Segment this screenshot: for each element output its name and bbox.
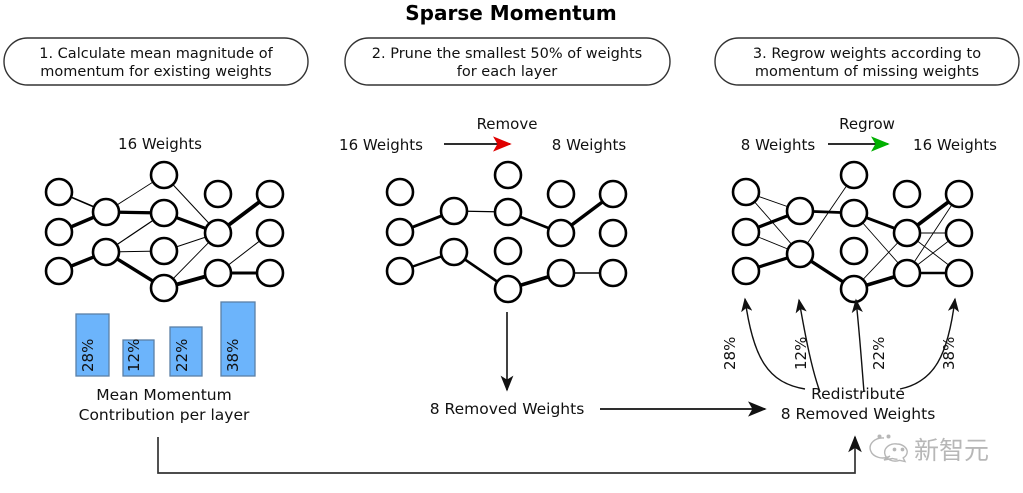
panel-2-action-label: Remove bbox=[477, 115, 538, 133]
network-node bbox=[839, 236, 869, 266]
network-node bbox=[892, 179, 922, 209]
panel-1-nodes bbox=[44, 160, 285, 303]
network-node bbox=[598, 179, 628, 209]
panel-3: Regrow 8 Weights 16 Weights bbox=[721, 115, 997, 423]
redistribute-arrow-22 bbox=[851, 298, 865, 393]
watermark-text: 新智元 bbox=[914, 436, 989, 465]
panel-2: Remove 16 Weights 8 Weights bbox=[339, 115, 628, 418]
network-node bbox=[255, 258, 285, 288]
redistribute-arrows bbox=[741, 297, 960, 393]
network-node bbox=[385, 256, 415, 286]
network-node bbox=[91, 197, 121, 227]
step-1-line-1: 1. Calculate mean magnitude of bbox=[39, 46, 273, 62]
network-node bbox=[493, 197, 523, 227]
bar-3: 22% bbox=[169, 326, 203, 377]
network-node bbox=[944, 179, 974, 209]
bar-2-label: 12% bbox=[125, 339, 143, 372]
network-node bbox=[255, 218, 285, 248]
step-2-line-2: for each layer bbox=[457, 64, 558, 80]
network-node bbox=[892, 258, 922, 288]
network-node bbox=[203, 258, 233, 288]
panel-2-output-label: 8 Removed Weights bbox=[430, 400, 585, 418]
bar-1: 28% bbox=[75, 313, 110, 377]
network-node bbox=[546, 179, 576, 209]
network-node bbox=[731, 217, 761, 247]
network-node bbox=[385, 177, 415, 207]
panel-2-from-label: 16 Weights bbox=[339, 136, 423, 154]
network-node bbox=[839, 274, 869, 304]
network-node bbox=[255, 179, 285, 209]
network-node bbox=[385, 217, 415, 247]
bar-1-label: 28% bbox=[79, 339, 97, 372]
network-node bbox=[91, 237, 121, 267]
step-box-2[interactable]: 2. Prune the smallest 50% of weights for… bbox=[344, 37, 671, 86]
panel-3-action-label: Regrow bbox=[839, 115, 895, 133]
network-node bbox=[546, 218, 576, 248]
network-node bbox=[785, 239, 815, 269]
panel-1-chart-caption-line-2: Contribution per layer bbox=[79, 406, 250, 424]
network-node bbox=[731, 177, 761, 207]
network-node bbox=[546, 258, 576, 288]
network-node bbox=[44, 177, 74, 207]
step-3-line-2: momentum of missing weights bbox=[755, 64, 979, 80]
panel-1-chart-caption-line-1: Mean Momentum bbox=[96, 386, 231, 404]
redistribute-arrow-12 bbox=[795, 298, 821, 393]
network-node bbox=[149, 273, 179, 303]
network-node bbox=[598, 218, 628, 248]
network-node bbox=[149, 160, 179, 190]
regrow-percent-12: 12% bbox=[792, 337, 810, 370]
network-node bbox=[44, 256, 74, 286]
panel-1-network-caption: 16 Weights bbox=[118, 135, 202, 153]
regrow-percent-28: 28% bbox=[721, 337, 739, 370]
bar-3-label: 22% bbox=[173, 339, 191, 372]
network-node bbox=[493, 160, 523, 190]
redistribute-caption-line-1: Redistribute bbox=[811, 385, 905, 403]
bar-2: 12% bbox=[122, 339, 155, 377]
network-node bbox=[598, 258, 628, 288]
network-node bbox=[44, 217, 74, 247]
regrow-percent-22: 22% bbox=[870, 337, 888, 370]
panel-1: 16 Weights bbox=[44, 135, 285, 424]
network-node bbox=[731, 256, 761, 286]
step-box-3[interactable]: 3. Regrow weights according to momentum … bbox=[714, 37, 1020, 86]
redistribute-caption-line-2: 8 Removed Weights bbox=[781, 405, 936, 423]
network-node bbox=[149, 236, 179, 266]
wechat-icon bbox=[869, 434, 908, 463]
momentum-bar-chart: 28% 12% 22% 38% bbox=[75, 301, 256, 377]
network-node bbox=[944, 258, 974, 288]
network-node bbox=[944, 218, 974, 248]
network-node bbox=[149, 198, 179, 228]
watermark: 新智元 bbox=[869, 434, 989, 465]
panel-3-nodes bbox=[731, 160, 974, 304]
redistribute-arrow-28 bbox=[741, 297, 806, 390]
step-3-line-1: 3. Regrow weights according to bbox=[753, 46, 981, 62]
network-node bbox=[839, 198, 869, 228]
network-node bbox=[785, 196, 815, 226]
redistribute-arrow-38 bbox=[899, 297, 960, 390]
step-box-1[interactable]: 1. Calculate mean magnitude of momentum … bbox=[3, 37, 309, 86]
network-node bbox=[439, 196, 469, 226]
network-node bbox=[493, 274, 523, 304]
feedback-loop-arrow bbox=[157, 435, 862, 474]
bar-4: 38% bbox=[220, 301, 256, 377]
page-title: Sparse Momentum bbox=[405, 1, 616, 25]
network-node bbox=[892, 218, 922, 248]
regrow-percent-38: 38% bbox=[940, 337, 958, 370]
panel-2-to-label: 8 Weights bbox=[552, 136, 627, 154]
network-node bbox=[493, 236, 523, 266]
network-node bbox=[839, 160, 869, 190]
panel-1-edges bbox=[57, 174, 272, 290]
panel-2-nodes bbox=[385, 160, 628, 304]
step-2-line-1: 2. Prune the smallest 50% of weights bbox=[372, 46, 642, 62]
network-node bbox=[203, 218, 233, 248]
bar-4-label: 38% bbox=[224, 339, 242, 372]
step-1-line-2: momentum for existing weights bbox=[40, 64, 271, 80]
panel-3-from-label: 8 Weights bbox=[741, 136, 816, 154]
panel-3-to-label: 16 Weights bbox=[913, 136, 997, 154]
panel-3-edges bbox=[744, 174, 961, 291]
network-node bbox=[203, 179, 233, 209]
network-node bbox=[439, 237, 469, 267]
